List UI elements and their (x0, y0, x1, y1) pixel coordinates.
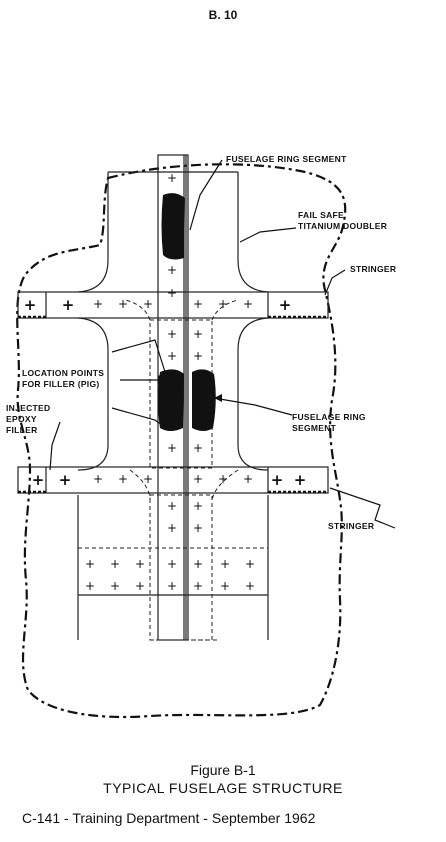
svg-text:+: + (218, 297, 228, 311)
svg-text:+: + (118, 297, 128, 311)
label-titanium-doubler: TITANIUM DOUBLER (298, 221, 388, 231)
svg-text:+: + (110, 579, 120, 593)
svg-text:+: + (59, 471, 72, 489)
filler-top (161, 193, 185, 260)
label-location-points: LOCATION POINTS (22, 368, 105, 378)
svg-text:+: + (93, 472, 103, 486)
label-filler: FILLER (6, 425, 38, 435)
boundary-outline (16, 163, 347, 719)
svg-text:+: + (279, 296, 292, 314)
svg-text:+: + (294, 471, 307, 489)
label-injected: INJECTED (6, 403, 51, 413)
svg-text:+: + (243, 297, 253, 311)
label-stringer-bottom: STRINGER (328, 521, 375, 531)
svg-text:+: + (218, 472, 228, 486)
svg-text:+: + (118, 472, 128, 486)
svg-text:+: + (167, 327, 177, 341)
label-for-filler: FOR FILLER (PIG) (22, 379, 100, 389)
svg-text:+: + (24, 296, 37, 314)
label-epoxy: EPOXY (6, 414, 37, 424)
svg-text:+: + (167, 499, 177, 513)
svg-text:+: + (143, 472, 153, 486)
svg-text:+: + (143, 297, 153, 311)
svg-text:+: + (167, 521, 177, 535)
figure-title: TYPICAL FUSELAGE STRUCTURE (103, 780, 343, 796)
svg-text:+: + (193, 499, 203, 513)
svg-text:+: + (193, 349, 203, 363)
upper-doubler (77, 172, 269, 293)
leader-lines (49, 159, 396, 529)
svg-text:+: + (135, 557, 145, 571)
svg-text:+: + (32, 471, 45, 489)
svg-text:+: + (167, 557, 177, 571)
label-fuselage-ring-mid: FUSELAGE RING (292, 412, 366, 422)
svg-text:+: + (193, 441, 203, 455)
svg-text:+: + (85, 557, 95, 571)
svg-text:+: + (193, 297, 203, 311)
label-stringer-top: STRINGER (350, 264, 397, 274)
svg-text:+: + (245, 557, 255, 571)
svg-text:+: + (85, 579, 95, 593)
svg-text:+: + (193, 327, 203, 341)
svg-text:+: + (62, 296, 75, 314)
svg-text:+: + (93, 297, 103, 311)
svg-text:+: + (167, 579, 177, 593)
svg-text:+: + (220, 579, 230, 593)
label-segment: SEGMENT (292, 423, 337, 433)
lower-panel (77, 495, 269, 640)
svg-text:+: + (193, 579, 203, 593)
svg-text:+: + (167, 171, 177, 185)
svg-text:+: + (193, 472, 203, 486)
filler-mid-right (192, 369, 216, 431)
svg-text:+: + (193, 557, 203, 571)
filler-mid-left (158, 369, 184, 431)
svg-text:+: + (193, 521, 203, 535)
svg-text:+: + (271, 471, 284, 489)
svg-text:+: + (167, 286, 177, 300)
label-fail-safe: FAIL SAFE (298, 210, 344, 220)
rivet-marks: + + + + + + + + + + + + + + + + + + + + … (24, 171, 307, 593)
page-number: B. 10 (208, 8, 238, 22)
svg-text:+: + (167, 263, 177, 277)
svg-text:+: + (167, 349, 177, 363)
figure-number: Figure B-1 (190, 762, 256, 778)
svg-text:+: + (243, 472, 253, 486)
page-footer: C-141 - Training Department - September … (22, 810, 316, 826)
svg-text:+: + (110, 557, 120, 571)
svg-text:+: + (220, 557, 230, 571)
svg-text:+: + (135, 579, 145, 593)
svg-text:+: + (245, 579, 255, 593)
label-fuselage-ring-segment-top: FUSELAGE RING SEGMENT (226, 154, 347, 164)
svg-text:+: + (167, 441, 177, 455)
